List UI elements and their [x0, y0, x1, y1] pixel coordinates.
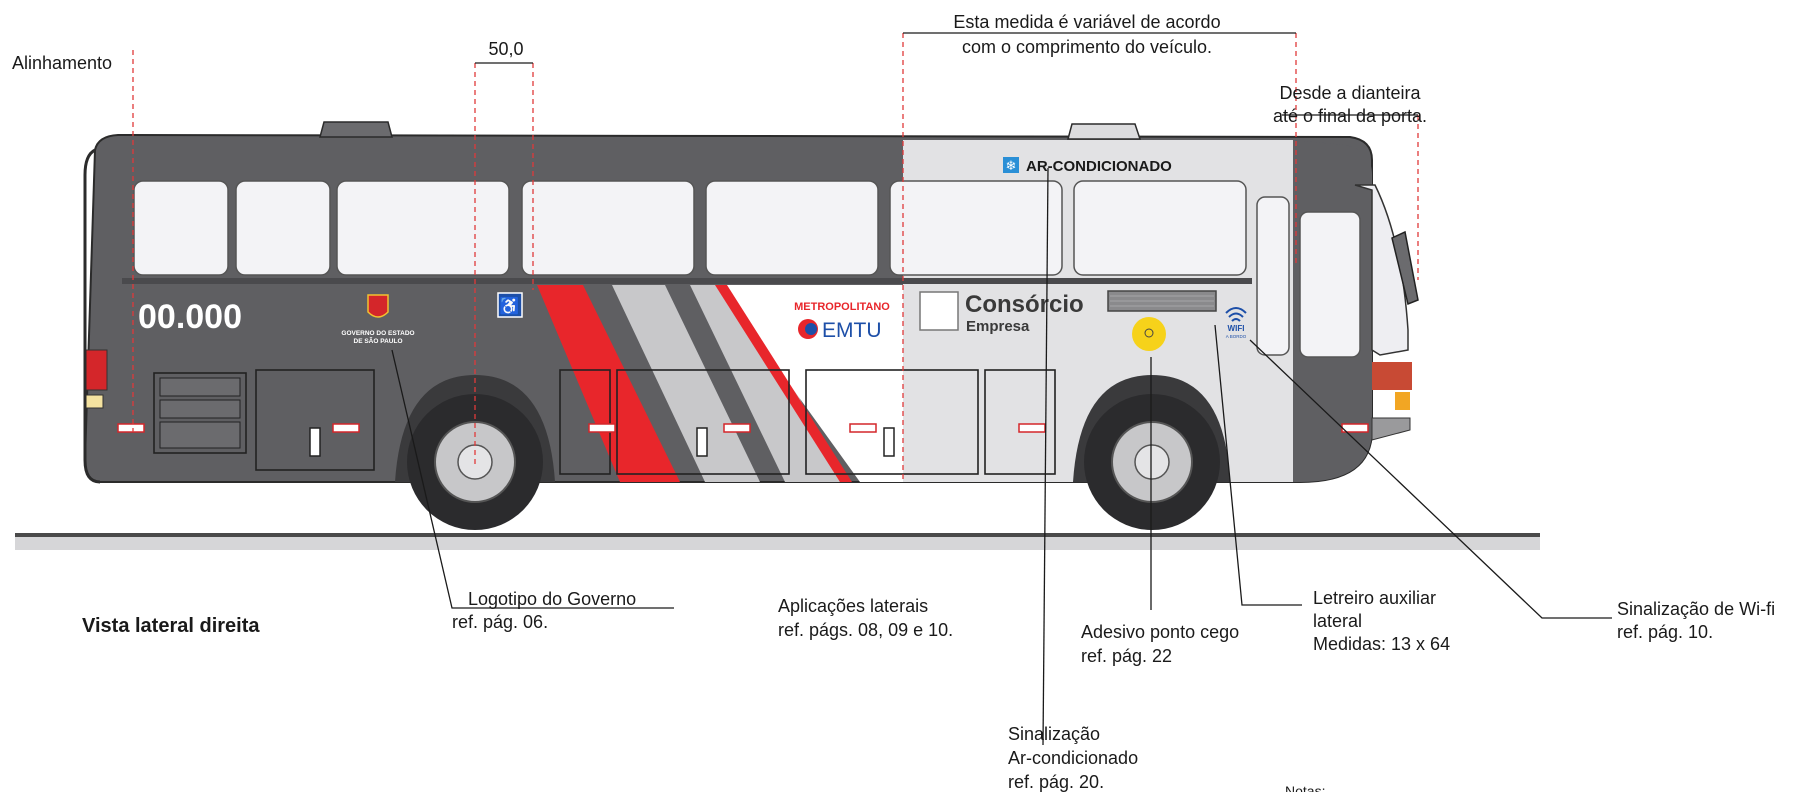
- callout-leaders: [391, 167, 1612, 746]
- ac-snowflake-icon: [1003, 157, 1019, 173]
- roof-hatch-right: [1067, 123, 1142, 140]
- bus-illustration: ❄ AR-CONDICIONADO 00.000 GOVERNO DO ESTA…: [83, 121, 1419, 530]
- government-logo: GOVERNO DO ESTADO DE SÃO PAULO: [341, 294, 415, 345]
- marker-light-3: [588, 423, 616, 433]
- window-3: [336, 180, 510, 276]
- ac-callout-line3: ref. pág. 20.: [1008, 772, 1104, 792]
- handle-3: [883, 427, 895, 457]
- notas-label: Notas:: [1285, 783, 1325, 792]
- wheelchair-icon: [497, 292, 523, 318]
- empresa-label: Empresa: [966, 318, 1030, 335]
- dim-alinhamento-label: Alinhamento: [12, 53, 112, 73]
- luggage-bay-3: [559, 369, 611, 475]
- logotipo-line1: Logotipo do Governo: [468, 589, 636, 609]
- door-window: [1256, 196, 1290, 356]
- leader-logotipo: [391, 349, 674, 609]
- luggage-bay-4: [616, 369, 790, 475]
- marker-light-1: [117, 423, 145, 433]
- stripe-red-1: [537, 285, 680, 482]
- luggage-bay-2: [255, 369, 375, 471]
- stripe-gray-1: [612, 285, 760, 482]
- window-5: [705, 180, 879, 276]
- marker-light-2: [332, 423, 360, 433]
- luggage-bay-1-slat-3: [159, 421, 241, 449]
- wheelchair-glyph: ♿: [499, 296, 520, 316]
- wifi-label: WIFI: [1228, 324, 1245, 333]
- ground-line: [15, 533, 1540, 537]
- fleet-number: 00.000: [138, 298, 242, 336]
- rear-light-red: [84, 349, 108, 391]
- luggage-bay-1: [153, 372, 247, 454]
- luggage-bay-5: [805, 369, 979, 475]
- front-bumper: [1371, 417, 1411, 441]
- luggage-bay-1-slat-1: [159, 377, 241, 397]
- luggage-bay-6: [984, 369, 1056, 475]
- dim-front-note-line1: Desde a dianteira: [1279, 83, 1421, 103]
- marker-light-6: [1018, 423, 1046, 433]
- blind-spot-sticker-icon: [1132, 317, 1166, 351]
- dim-spacing-value: 50,0: [488, 39, 523, 59]
- handle-1: [309, 427, 321, 457]
- aplicacoes-line2: ref. págs. 08, 09 e 10.: [778, 620, 953, 640]
- dimension-lines: [132, 32, 1419, 482]
- rear-light-amber: [84, 394, 104, 409]
- window-4: [521, 180, 695, 276]
- gov-shield-icon: [367, 294, 389, 318]
- view-title: Vista lateral direita: [82, 615, 260, 637]
- marker-light-5: [849, 423, 877, 433]
- wifi-icon: [1225, 307, 1247, 322]
- stripe-red-2: [715, 285, 852, 482]
- window-7: [1073, 180, 1247, 276]
- dim-variable-note-line2: com o comprimento do veículo.: [962, 37, 1212, 57]
- ac-label: AR-CONDICIONADO: [1026, 158, 1172, 175]
- wifi-sub-label: A BORDO: [1226, 334, 1247, 339]
- window-6: [889, 180, 1063, 276]
- leader-wifi: [1249, 339, 1612, 619]
- front-mirror: [1391, 230, 1419, 306]
- front-light-amber: [1395, 392, 1410, 410]
- window-2: [235, 180, 331, 276]
- front-headlight-red: [1372, 362, 1412, 390]
- adesivo-line1: Adesivo ponto cego: [1081, 622, 1239, 642]
- ac-callout-line2: Ar-condicionado: [1008, 748, 1138, 768]
- wheel-front-hub: [1134, 444, 1170, 480]
- aplicacoes-line1: Aplicações laterais: [778, 596, 928, 616]
- adesivo-line2: ref. pág. 22: [1081, 646, 1172, 666]
- leader-letreiro: [1214, 324, 1302, 606]
- rear-edge: [83, 148, 101, 484]
- wifi-callout-line1: Sinalização de Wi-fi: [1617, 599, 1775, 619]
- marker-light-4: [723, 423, 751, 433]
- beltline: [122, 278, 1252, 284]
- dim-front-note-line2: até o final da porta.: [1273, 106, 1427, 126]
- dim-variable-note-line1: Esta medida é variável de acordo: [953, 12, 1220, 32]
- driver-window: [1299, 211, 1361, 358]
- window-1: [133, 180, 229, 276]
- leader-ac: [1042, 167, 1049, 746]
- ground-shadow: [15, 537, 1540, 550]
- handle-2: [696, 427, 708, 457]
- blind-spot-sticker-eye: [1144, 328, 1154, 338]
- ac-callout-line1: Sinalização: [1008, 724, 1100, 744]
- gov-logo-line1: GOVERNO DO ESTADO: [341, 330, 414, 337]
- stripe-gray-2: [690, 285, 840, 482]
- consorcio-logo-placeholder: [919, 291, 959, 331]
- luggage-bay-1-slat-2: [159, 399, 241, 419]
- emtu-logo-inner: [805, 323, 817, 335]
- letreiro-line1: Letreiro auxiliar: [1313, 588, 1436, 608]
- emtu-label: EMTU: [822, 319, 882, 342]
- wifi-callout-line2: ref. pág. 10.: [1617, 622, 1713, 642]
- letreiro-line3: Medidas: 13 x 64: [1313, 634, 1450, 654]
- roof-hatch-left: [319, 121, 393, 138]
- consorcio-label: Consórcio: [965, 291, 1084, 318]
- metropolitano-label: METROPOLITANO: [794, 301, 890, 313]
- logotipo-line2: ref. pág. 06.: [452, 612, 548, 632]
- ac-snowflake-glyph: ❄: [1006, 158, 1017, 173]
- letreiro-line2: lateral: [1313, 611, 1362, 631]
- gov-logo-line2: DE SÃO PAULO: [354, 336, 403, 345]
- auxiliary-sign-grid: [1110, 295, 1214, 307]
